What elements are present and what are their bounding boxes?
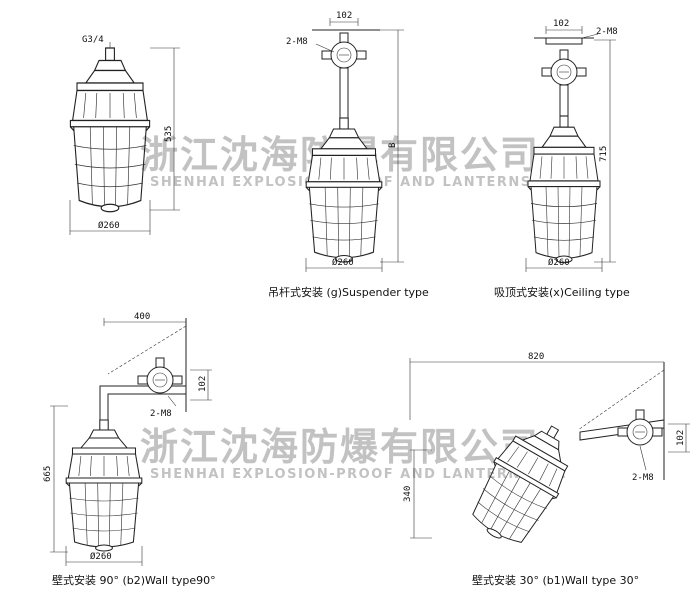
diameter-label: Ø260 [332,257,354,268]
thread-label: G3/4 [82,35,104,45]
height-label-535: 535 [164,126,174,142]
box-label-102: 102 [198,376,208,392]
diameter-label: Ø260 [90,551,112,562]
diameter-label: Ø260 [98,220,120,231]
junction-box-icon [541,49,587,86]
view-ceiling: 102 2-M8 715 Ø260 吸顶式安装(x)Ceiling type [494,19,630,299]
bolt-label: 2-M8 [632,473,654,483]
bolt-label: 2-M8 [150,409,172,419]
diameter-label: Ø260 [548,257,570,268]
view-wall-30: 820 102 2-M8 340 壁式安装 30° (b1)Wall type … [403,352,690,587]
caption-ceiling: 吸顶式安装(x)Ceiling type [494,285,630,299]
view-suspender: 102 2-M8 B Ø260 吊杆式安装 (g)Suspender type [268,11,429,299]
caption-wall30: 壁式安装 30° (b1)Wall type 30° [472,573,639,587]
watermark-company-en-lower: SHENHAI EXPLOSION-PROOF AND LANTERNS CO. [150,467,567,482]
width-label-102: 102 [553,19,569,29]
caption-suspender: 吊杆式安装 (g)Suspender type [268,285,429,299]
junction-box-icon [617,409,663,446]
caption-wall90: 壁式安装 90° (b2)Wall type90° [52,573,216,587]
lamp-standard-drawing [69,47,151,213]
lamp-wall90-drawing [65,419,143,552]
bolt-label: 2-M8 [596,27,618,37]
bolt-label: 2-M8 [286,37,308,47]
reach-label-820: 820 [528,352,544,362]
height-label-340: 340 [403,486,413,502]
junction-box-icon [321,32,367,69]
height-label-B: B [388,143,398,148]
height-label-715: 715 [599,146,609,162]
width-label-102: 102 [336,11,352,21]
view-standard: G3/4 535 Ø260 [69,35,180,235]
view-wall-90: 400 102 2-M8 665 Ø260 壁式安装 90° (b2)Wall … [43,312,216,587]
height-label-665: 665 [43,466,53,482]
reach-label-400: 400 [134,312,150,322]
watermark-company-cn-lower: 浙江沈海防爆有限公司 [140,425,540,469]
box-label-102: 102 [676,430,686,446]
